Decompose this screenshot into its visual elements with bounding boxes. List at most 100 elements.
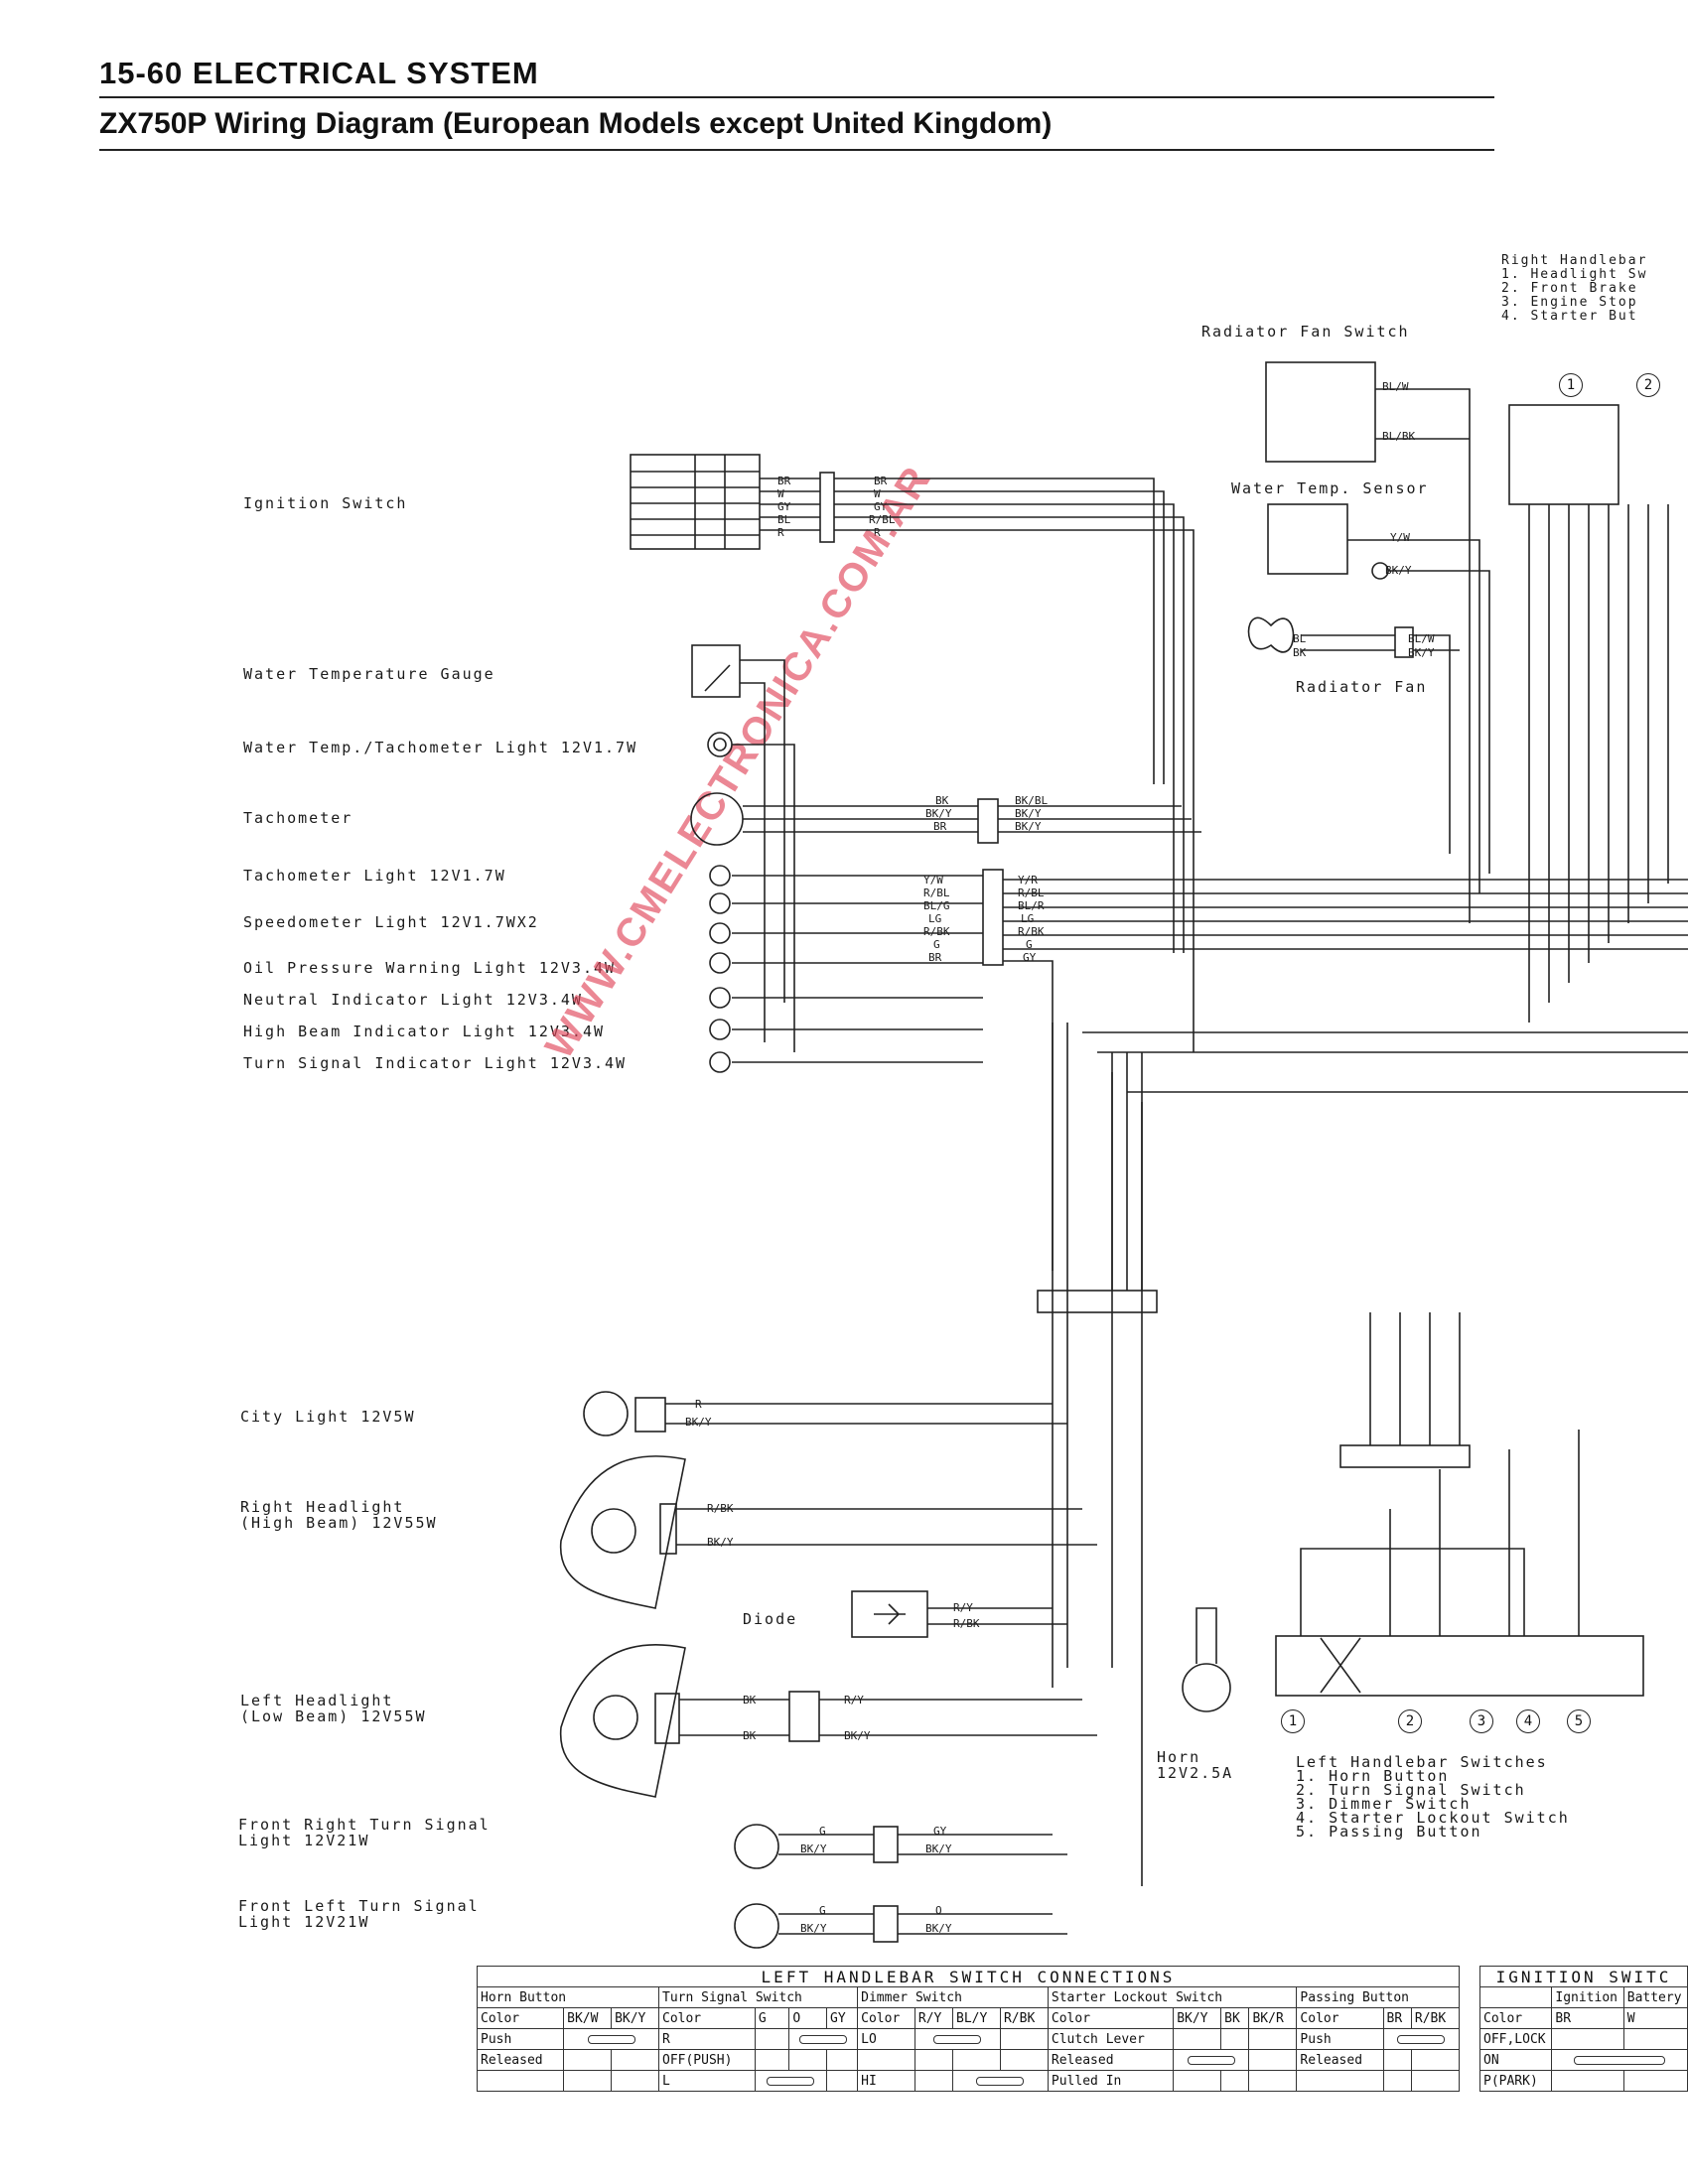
radiator-fan-symbol: [1247, 616, 1295, 653]
label-left-headlight: Left Headlight (Low Beam) 12V55W: [240, 1692, 427, 1725]
wire-label: Y/W: [923, 874, 943, 887]
tachometer-symbol: [690, 792, 744, 846]
front-left-turn-symbol: [734, 1903, 779, 1949]
meter-connector: [982, 869, 1004, 966]
wire-label: G: [819, 1825, 826, 1838]
lh-color-cell: BK/R: [1248, 2007, 1298, 2029]
wire-label: R/BK: [923, 925, 950, 938]
label-turn-light: Turn Signal Indicator Light 12V3.4W: [243, 1054, 628, 1072]
wire-label: BK/Y: [800, 1843, 827, 1855]
lh-color-cell: BR: [1382, 2007, 1412, 2029]
label-water-tach-light: Water Temp./Tachometer Light 12V1.7W: [243, 739, 638, 756]
label-ignition-switch: Ignition Switch: [243, 494, 408, 512]
lh-switch-num: 2: [1398, 1709, 1422, 1733]
wire-label: G: [1026, 938, 1033, 951]
left-handlebar-table: LEFT HANDLEBAR SWITCH CONNECTIONS Horn B…: [476, 1966, 1461, 2092]
lh-group: Turn Signal Switch: [657, 1986, 859, 2008]
header-rule: [99, 96, 1494, 98]
ign-row: OFF,LOCK: [1478, 2028, 1553, 2050]
wire-label: BK: [935, 794, 949, 807]
lh-color-cell: BL/Y: [952, 2007, 1001, 2029]
tach-connector: [977, 798, 999, 844]
lh-switch-num: 3: [1470, 1709, 1493, 1733]
lh-cell: Released: [476, 2049, 565, 2071]
lh-switch-num: 1: [1281, 1709, 1305, 1733]
label-front-right-turn: Front Right Turn Signal Light 12V21W: [238, 1816, 491, 1849]
lh-cell: Push: [476, 2028, 565, 2050]
label-oil-light: Oil Pressure Warning Light 12V3.4W: [243, 959, 617, 977]
lh-color-cell: BK/Y: [611, 2007, 659, 2029]
lh-color-cell: R/BK: [999, 2007, 1049, 2029]
wire-label: G: [933, 938, 940, 951]
wire-label: BK/BL: [1015, 794, 1049, 807]
lh-cell: OFF(PUSH): [658, 2049, 756, 2071]
lh-color-cell: R/Y: [914, 2007, 954, 2029]
wire-label: R: [874, 526, 881, 539]
ignition-switch-symbol: [630, 454, 761, 550]
lh-group: Dimmer Switch: [857, 1986, 1049, 2008]
label-horn: Horn 12V2.5A: [1157, 1748, 1234, 1782]
lh-group: Horn Button: [477, 1986, 659, 2008]
wire-label: BK/Y: [800, 1922, 827, 1935]
ign-row: ON: [1478, 2049, 1553, 2071]
ignition-connector: [819, 472, 835, 543]
ignition-wires: [760, 478, 1195, 1052]
label-radiator-fan: Radiator Fan: [1296, 678, 1428, 696]
lh-switch-num: 4: [1516, 1709, 1540, 1733]
section-header: 15-60 ELECTRICAL SYSTEM: [99, 56, 539, 90]
label-tach-light: Tachometer Light 12V1.7W: [243, 867, 506, 885]
central-connector: [1037, 1290, 1158, 1313]
water-temp-sensor-symbol: [1267, 503, 1348, 575]
label-left-handlebar: Left Handlebar Switches 1. Horn Button 2…: [1296, 1753, 1570, 1841]
right-headlight-symbol: [559, 1455, 686, 1609]
wire-label: BK/Y: [925, 1922, 952, 1935]
wire-label: BR: [928, 951, 942, 964]
diode-symbol: [851, 1590, 928, 1638]
water-temp-gauge-symbol: [691, 644, 741, 698]
lh-group: Starter Lockout Switch: [1047, 1986, 1298, 2008]
lh-color-cell: Color: [1296, 2007, 1384, 2029]
label-radiator-fan-switch: Radiator Fan Switch: [1201, 323, 1410, 341]
lh-color-cell: O: [788, 2007, 828, 2029]
lh-color-cell: R/BK: [1410, 2007, 1461, 2029]
instrument-lights: [690, 732, 744, 1073]
lh-color-cell: BK/W: [563, 2007, 613, 2029]
wire-label: R: [777, 526, 784, 539]
lh-switch-num: 5: [1567, 1709, 1591, 1733]
wire-label: BK/Y: [1015, 807, 1042, 820]
wire-label: BL/R: [1018, 899, 1045, 912]
lh-cell: Clutch Lever: [1047, 2028, 1175, 2050]
lh-connector: [1339, 1444, 1471, 1468]
ign-col: W: [1622, 2007, 1688, 2029]
lh-color-cell: Color: [857, 2007, 915, 2029]
ign-head: Battery: [1622, 1986, 1688, 2008]
wire-label: BK/Y: [925, 807, 952, 820]
lh-cell: Released: [1047, 2049, 1175, 2071]
left-headlight-symbol: [559, 1644, 686, 1798]
wire-label: BK/Y: [925, 1843, 952, 1855]
horn-symbol: [1182, 1663, 1231, 1712]
label-water-temp-gauge: Water Temperature Gauge: [243, 665, 495, 683]
lh-cell: R: [658, 2028, 756, 2050]
label-speedo-light: Speedometer Light 12V1.7WX2: [243, 913, 539, 931]
lh-cell: HI: [857, 2070, 915, 2092]
lh-cell: Push: [1296, 2028, 1384, 2050]
rh-switch-num: 2: [1636, 373, 1660, 397]
ign-col: BR: [1551, 2007, 1624, 2029]
lh-color-cell: GY: [826, 2007, 859, 2029]
label-city-light: City Light 12V5W: [240, 1408, 416, 1426]
rh-switch-num: 1: [1559, 373, 1583, 397]
wire-label: G: [819, 1904, 826, 1917]
left-handlebar-switch-symbol: [1275, 1635, 1644, 1697]
wire-label: BK/Y: [685, 1416, 712, 1429]
page-title: ZX750P Wiring Diagram (European Models e…: [99, 107, 1053, 140]
lh-cell: L: [658, 2070, 756, 2092]
front-right-turn-symbol: [734, 1824, 779, 1869]
lh-cell: Pulled In: [1047, 2070, 1175, 2092]
lh-cell: LO: [857, 2028, 915, 2050]
label-right-handlebar: Right Handlebar 1. Headlight Sw 2. Front…: [1501, 253, 1648, 324]
label-neutral-light: Neutral Indicator Light 12V3.4W: [243, 991, 583, 1009]
radiator-fan-switch-symbol: [1265, 361, 1376, 463]
